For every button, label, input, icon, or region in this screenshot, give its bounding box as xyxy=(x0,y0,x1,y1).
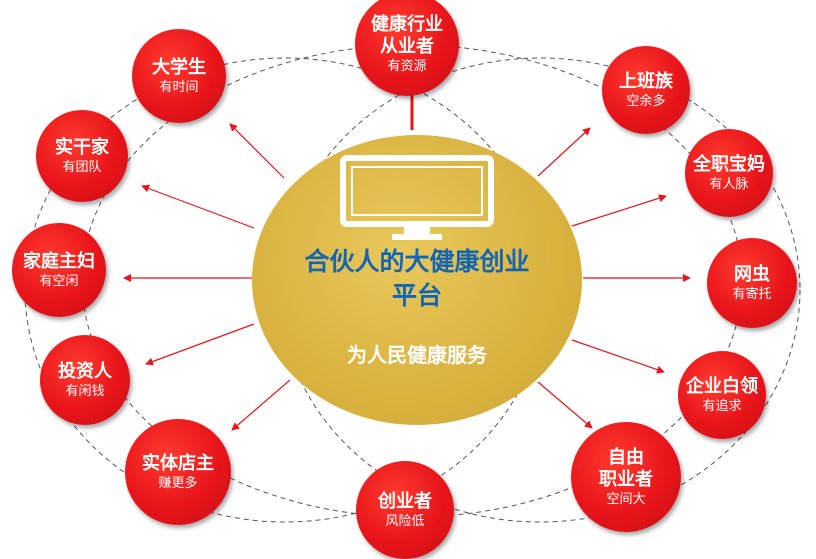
node-title-line: 家庭主妇 xyxy=(23,250,95,272)
node-entrepreneur: 创业者风险低 xyxy=(356,461,454,559)
node-subtitle: 有团队 xyxy=(62,159,102,175)
node-title-line: 大学生 xyxy=(152,56,206,78)
arrow-to-mom xyxy=(571,194,667,227)
node-subtitle: 有闲钱 xyxy=(65,383,105,399)
node-title-line: 自由 xyxy=(608,446,644,468)
arrows xyxy=(123,87,691,431)
node-subtitle: 有追求 xyxy=(702,398,742,414)
node-subtitle: 有人脉 xyxy=(709,176,749,192)
node-office: 上班族空余多 xyxy=(602,46,690,134)
arrow-to-shopowner xyxy=(231,379,291,431)
hub-subtitle: 为人民健康服务 xyxy=(347,343,487,367)
node-investor: 投资人有闲钱 xyxy=(40,335,130,425)
node-shopowner: 实体店主赚更多 xyxy=(125,419,231,525)
node-title-line: 创业者 xyxy=(378,490,432,512)
node-title-line: 健康行业 xyxy=(371,13,443,35)
arrow-to-investor xyxy=(145,323,255,366)
node-subtitle: 赚更多 xyxy=(158,475,198,491)
node-housewife: 家庭主妇有空闲 xyxy=(12,223,106,317)
node-subtitle: 有空闲 xyxy=(39,273,79,289)
arrow-to-student xyxy=(229,123,285,179)
node-subtitle: 空间大 xyxy=(606,491,646,507)
node-title-line: 从业者 xyxy=(380,35,434,57)
arrow-to-whitecollar xyxy=(571,339,665,374)
node-netaddict: 网虫有寄托 xyxy=(707,238,797,328)
node-student: 大学生有时间 xyxy=(132,29,226,123)
dashed-arc-left xyxy=(279,57,801,523)
arrow-to-doer xyxy=(141,184,255,229)
node-subtitle: 风险低 xyxy=(385,513,425,529)
monitor-icon xyxy=(340,155,494,240)
node-title-line: 实干家 xyxy=(55,136,109,158)
node-subtitle: 有时间 xyxy=(159,79,199,95)
node-subtitle: 有资源 xyxy=(387,58,427,74)
hub-title-line2: 平台 xyxy=(391,281,442,310)
node-title-line: 网虫 xyxy=(734,263,770,285)
node-subtitle: 空余多 xyxy=(626,93,666,109)
node-title-line: 企业白领 xyxy=(686,375,758,397)
node-freelancer: 自由职业者空间大 xyxy=(571,422,681,532)
hub-title-line1: 合伙人的大健康创业 xyxy=(304,247,530,276)
node-health: 健康行业从业者有资源 xyxy=(355,0,459,96)
node-whitecollar: 企业白领有追求 xyxy=(678,351,766,439)
node-doer: 实干家有团队 xyxy=(36,110,128,202)
node-title-line: 职业者 xyxy=(599,468,653,490)
node-subtitle: 有寄托 xyxy=(732,286,772,302)
arrow-to-freelancer xyxy=(537,381,593,429)
arrow-to-office xyxy=(537,127,591,177)
central-platform-circle: 合伙人的大健康创业 平台 为人民健康服务 xyxy=(252,135,582,425)
node-title-line: 投资人 xyxy=(58,360,112,382)
node-title-line: 实体店主 xyxy=(142,452,214,474)
node-title-line: 全职宝妈 xyxy=(693,153,765,175)
hub-title: 合伙人的大健康创业 平台 xyxy=(252,245,582,313)
node-title-line: 上班族 xyxy=(619,70,673,92)
node-mom: 全职宝妈有人脉 xyxy=(685,129,773,217)
